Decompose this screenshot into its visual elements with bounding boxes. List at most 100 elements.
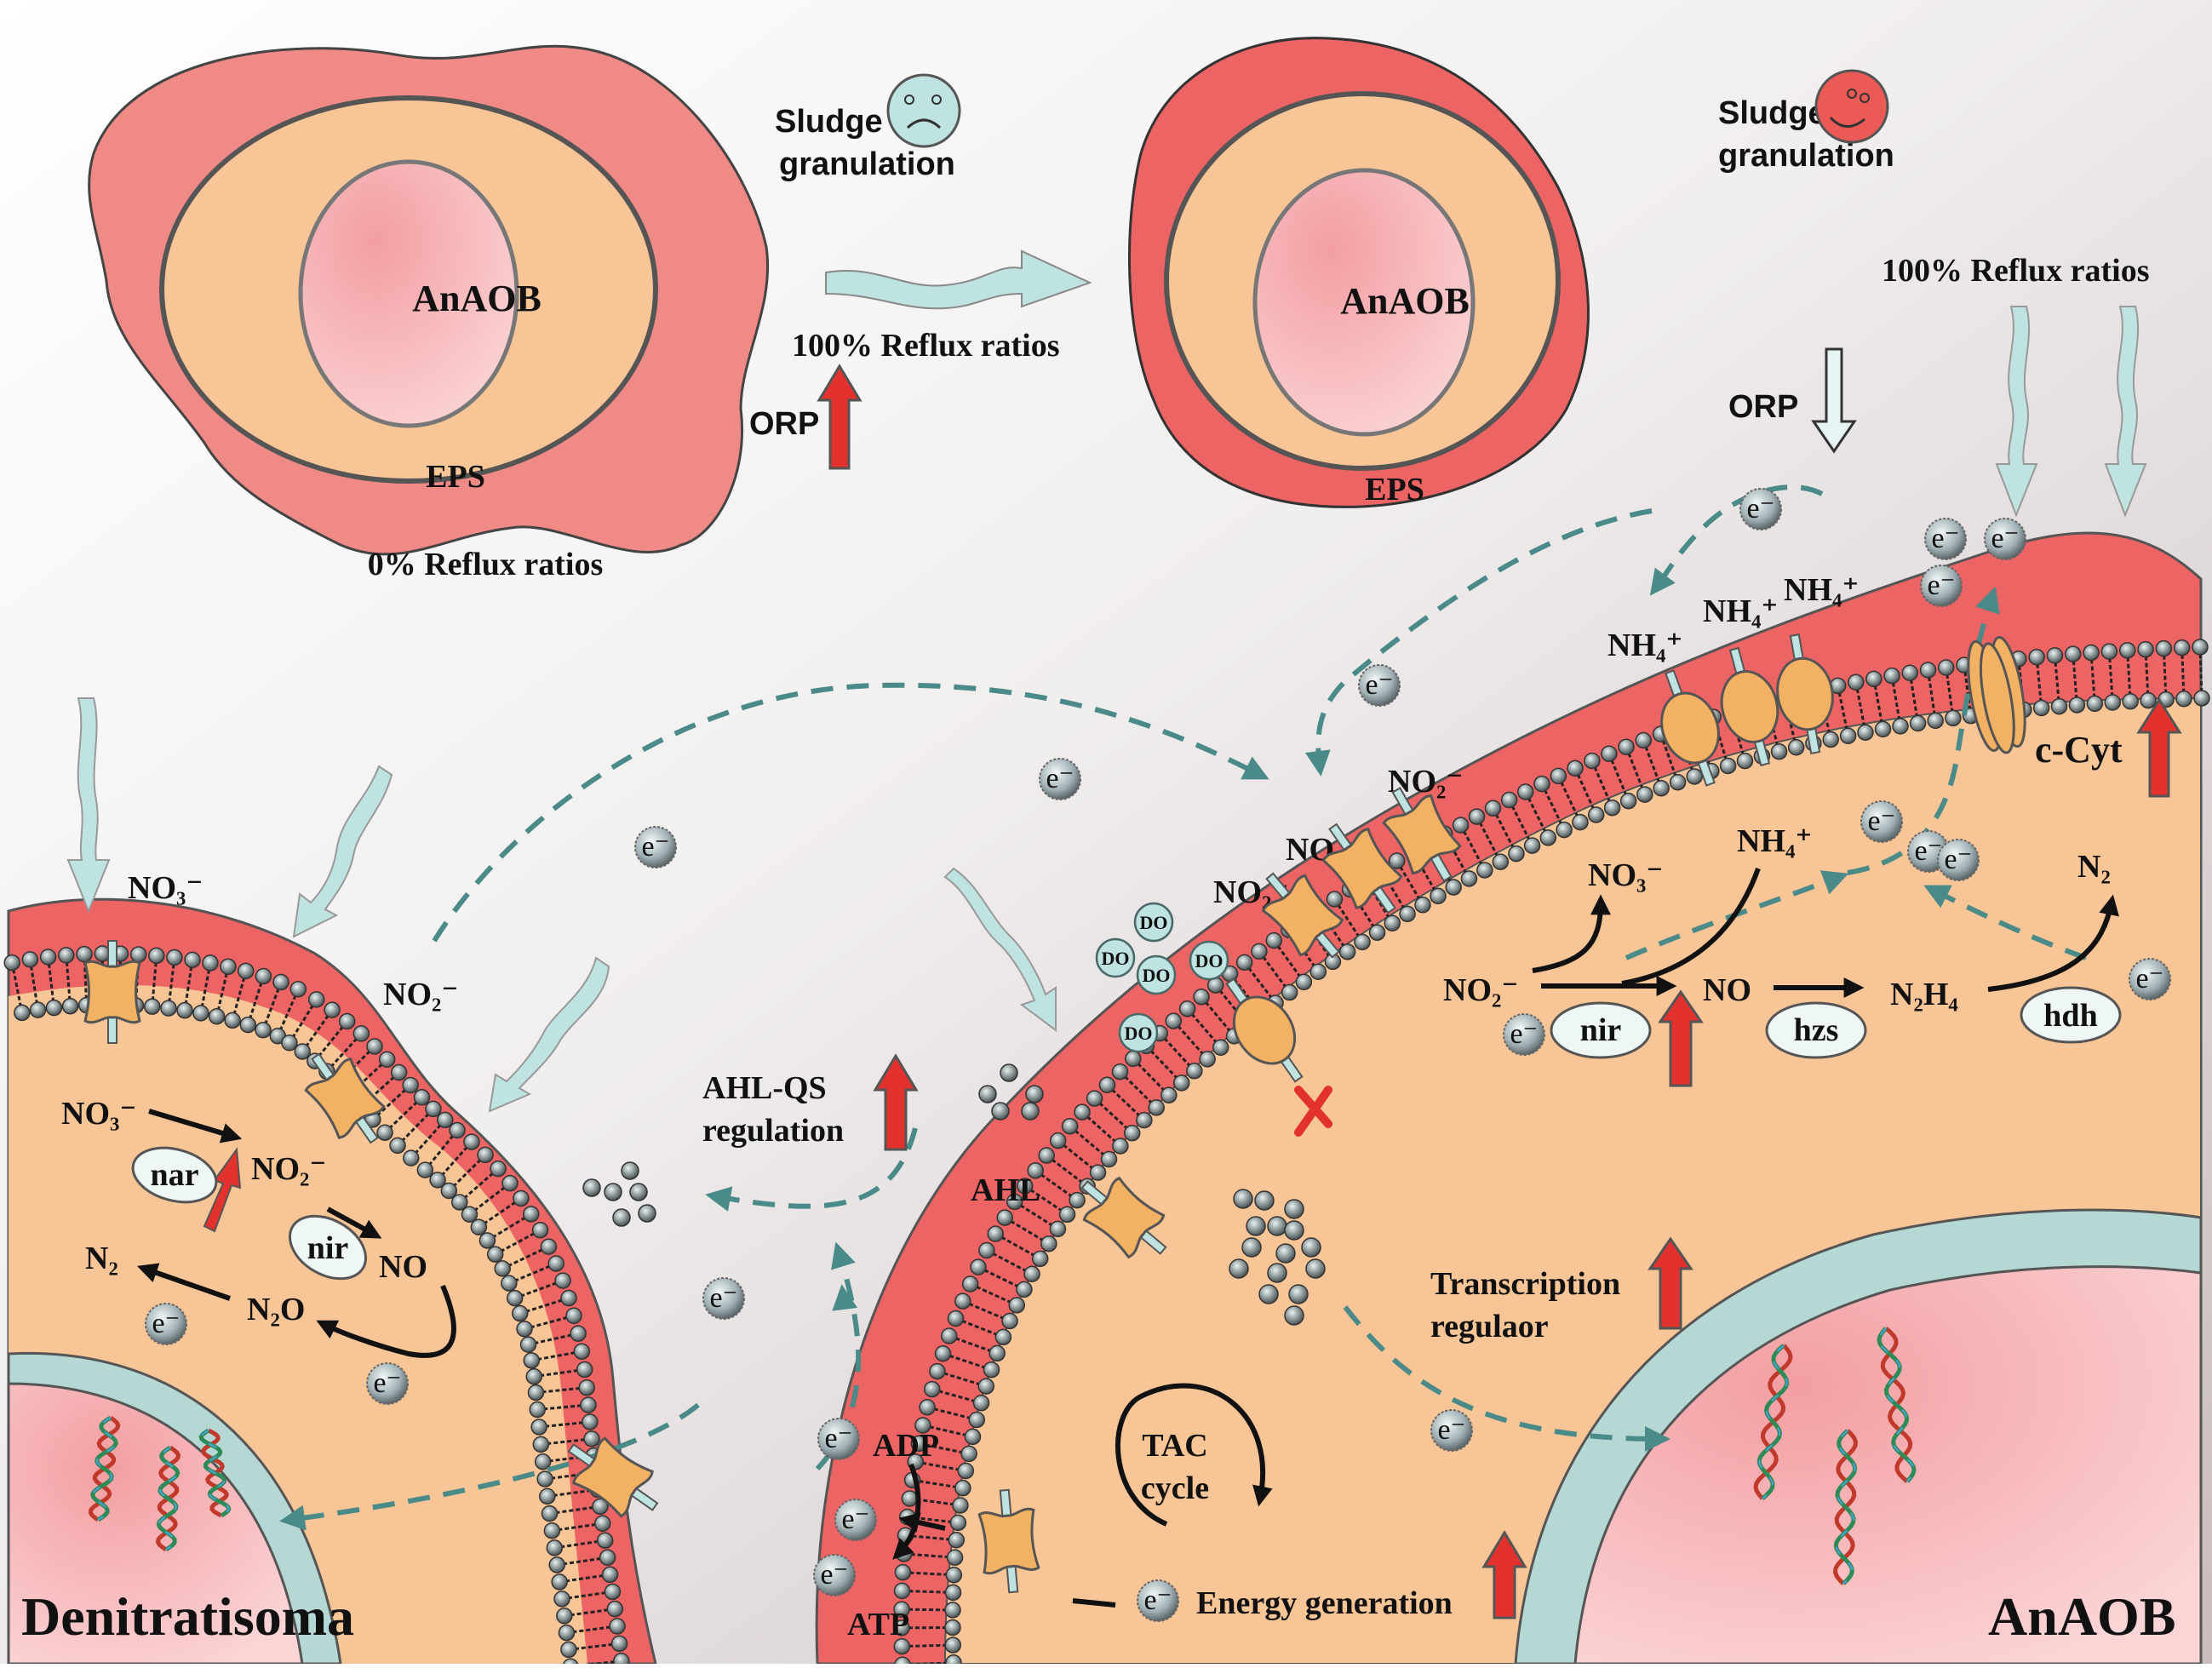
cycle-label: cycle [1141,1470,1209,1506]
lipid-head [979,1243,994,1258]
signal-molecule [1276,1244,1295,1263]
electron-icon: e⁻ [2129,959,2170,1000]
lipid-head [1050,1221,1065,1236]
electron-icon: e⁻ [703,1278,744,1319]
lipid-head [414,1090,429,1105]
no3-inside-label: NO₃⁻ [61,1096,136,1132]
no2-outside-label: NO₂⁻ [383,977,458,1012]
n2o-label: N₂O [247,1292,305,1327]
lipid-head [541,1239,556,1254]
electron-label: e⁻ [2135,963,2163,994]
lipid-head [1858,725,1873,740]
ahl-molecule [1000,1064,1017,1081]
energy-generation-label: Energy generation [1196,1585,1453,1621]
lipid-head [1585,754,1600,769]
electron-label: e⁻ [1143,1585,1172,1616]
signal-molecule [1229,1259,1248,1278]
lipid-head [1137,1113,1152,1128]
lipid-head [62,999,77,1014]
lipid-head [353,1026,369,1041]
lipid-head [240,1017,255,1033]
lipid-head [2120,643,2135,658]
electron-label: e⁻ [1931,523,1959,554]
lipid-head [145,999,160,1014]
lipid-head [895,1583,910,1598]
electron-label: e⁻ [641,831,669,863]
lipid-head [1340,944,1355,960]
lipid-head [2052,699,2067,714]
lipid-head [533,1436,548,1452]
lipid-head [969,1412,984,1427]
lipid-head [185,952,200,967]
lipid-head [1149,1100,1164,1115]
lipid-head [450,1122,465,1138]
lipid-head [961,1446,977,1461]
lipid-head [554,1591,570,1607]
enzyme-hzs: hzs [1767,1003,1865,1058]
lipid-head [528,1385,543,1401]
electron-icon: e⁻ [1040,759,1080,800]
dissolved-oxygen-icon: DO [1190,942,1228,979]
no2-inside-label: NO₂⁻ [1443,972,1518,1008]
lipid-head [501,1275,517,1291]
lipid-head [1573,815,1588,830]
lipid-head [1063,1119,1078,1134]
lipid-head [1461,871,1476,886]
signal-molecule [1259,1285,1278,1304]
electron-label: e⁻ [820,1559,848,1591]
lipid-head [974,1396,989,1411]
lipid-head [978,1379,994,1394]
lipid-head [971,1259,986,1275]
lipid-head [2029,650,2044,665]
electron-label: e⁻ [152,1308,180,1339]
lipid-head [963,1276,978,1292]
lipid-head [1355,934,1370,949]
lipid-head [1470,809,1485,824]
lipid-head [547,1540,562,1556]
lipid-head [1099,1077,1115,1092]
signal-molecule [1306,1259,1325,1278]
lipid-head [555,1273,570,1288]
lipid-head [2138,642,2153,657]
lipid-head [255,968,271,983]
lipid-head [946,1568,961,1583]
lipid-head [1002,1313,1017,1328]
lipid-head [542,1506,558,1522]
lipid-head [380,1052,395,1067]
lipid-head [177,1003,192,1018]
electron-icon: e⁻ [1504,1014,1544,1055]
lipid-head [2194,691,2209,706]
ahl-molecule [583,1179,600,1196]
sludge-label: Sludge [1718,95,1826,131]
lipid-head [1518,784,1533,800]
happy-face-icon [1816,71,1888,142]
lipid-head [1540,830,1556,845]
lipid-head [1670,775,1686,790]
lipid-head [77,947,92,962]
electron-icon: e⁻ [1938,840,1979,880]
lipid-head [340,1014,355,1029]
lipid-head [603,1567,618,1582]
lipid-head [521,1337,536,1352]
lipid-head [1370,925,1385,940]
lipid-head [574,1344,589,1359]
lipid-head [930,1364,945,1379]
lipid-head [149,948,164,963]
ahl-molecule [639,1205,656,1222]
lipid-head [920,1400,935,1415]
lipid-head [1653,781,1669,796]
lipid-head [2176,691,2192,707]
lipid-head [552,1574,567,1590]
lipid-head [989,1345,1005,1361]
lipid-head [561,1291,576,1306]
ahl-molecule [1022,1103,1039,1120]
nh4-label-b: NH₄⁺ [1703,593,1778,629]
electron-label: e⁻ [1510,1018,1538,1050]
ahl-molecule [622,1162,639,1179]
lipid-head [167,950,182,966]
dissolved-oxygen-icon: DO [1097,939,1134,977]
lipid-head [1737,754,1752,769]
lipid-head [948,1310,964,1326]
lipid-head [1721,758,1736,773]
